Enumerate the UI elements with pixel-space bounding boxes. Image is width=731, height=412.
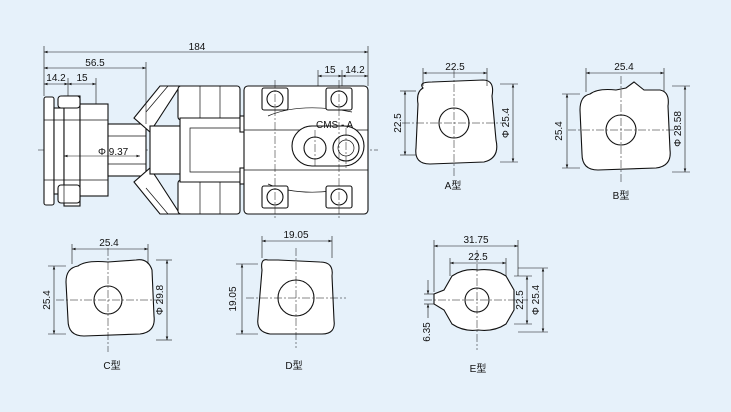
dim-left-offset: 56.5: [85, 58, 105, 69]
e-key: 6.35: [422, 322, 433, 342]
c-dia: Φ 29.8: [155, 284, 166, 315]
d-label: D型: [285, 359, 302, 372]
c-label: C型: [103, 359, 120, 372]
b-label: B型: [613, 189, 630, 202]
d-width: 19.05: [283, 230, 308, 241]
a-height: 22.5: [393, 113, 404, 133]
a-width: 22.5: [445, 62, 465, 73]
d-height: 19.05: [228, 286, 239, 311]
dim-right-b: 14.2: [345, 65, 365, 76]
section-e: 31.75 22.5 22.5 Φ 25.4 6.35 E型: [422, 235, 548, 375]
dim-left-b: 15: [76, 73, 88, 84]
e-dia: Φ 25.4: [531, 284, 542, 315]
section-d: 19.05 19.05 D型: [228, 230, 346, 372]
c-height: 25.4: [42, 290, 53, 310]
dim-left-a: 14.2: [46, 73, 66, 84]
model-label: CMS - A: [316, 120, 354, 131]
a-dia: Φ 25.4: [501, 107, 512, 138]
dim-right-a: 15: [324, 65, 336, 76]
e-outer: 31.75: [463, 235, 488, 246]
section-c: 25.4 25.4 Φ 29.8 C型: [42, 238, 172, 372]
e-height: 22.5: [515, 290, 526, 310]
section-b: 25.4 25.4 Φ 28.58 B型: [554, 62, 690, 202]
b-dia: Φ 28.58: [673, 111, 684, 147]
dim-shaft-dia: Φ 9.37: [98, 147, 129, 158]
b-width: 25.4: [614, 62, 634, 73]
e-inner: 22.5: [468, 252, 488, 263]
b-height: 25.4: [554, 121, 565, 141]
a-label: A型: [445, 179, 462, 192]
e-label: E型: [470, 362, 487, 375]
main-assembly-view: CMS - A 184 56.5 14.2 15 15 14.2 Φ 9.37: [38, 42, 378, 218]
dim-overall: 184: [189, 42, 206, 53]
c-width: 25.4: [99, 238, 119, 249]
section-a: 22.5 22.5 Φ 25.4 A型: [393, 62, 518, 192]
